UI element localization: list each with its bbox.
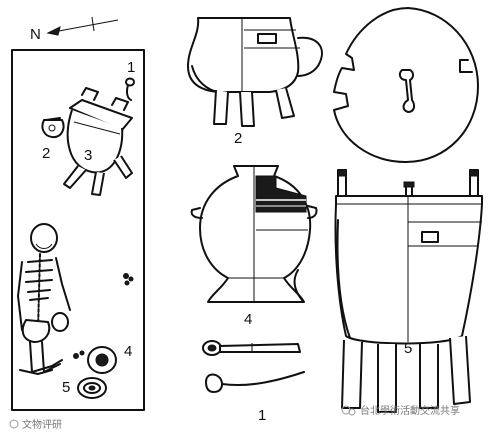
artifact-jar [187, 17, 323, 127]
spoon-label: 1 [258, 407, 266, 424]
artifact-hu [190, 165, 318, 303]
pit-spoon [125, 77, 135, 101]
pit-bowl [77, 377, 107, 399]
watermark-left: 文物评研 [9, 418, 62, 431]
watermark-right-text: 台北學術活動交流共享 [360, 404, 460, 417]
hu-label: 4 [244, 311, 252, 328]
artifact-lid [333, 7, 479, 163]
pit-label-4: 4 [124, 343, 132, 360]
north-label: N [30, 26, 41, 43]
pit-ding [63, 87, 133, 196]
ding-label: 5 [404, 340, 412, 357]
pit-scatter [73, 273, 134, 359]
tomb-pit-plan: 1 2 3 [11, 49, 145, 411]
pit-outline [11, 49, 145, 411]
artifact-spoon [202, 340, 305, 393]
jar-label: 2 [234, 130, 242, 147]
pit-label-2: 2 [42, 145, 50, 162]
watermark-left-text: 文物评研 [22, 418, 62, 431]
pit-label-5: 5 [62, 379, 70, 396]
pit-label-3: 3 [84, 147, 92, 164]
pit-hu [87, 346, 117, 374]
watermark-right: 台北學術活動交流共享 [341, 404, 460, 417]
north-arrow: N [30, 16, 119, 43]
pit-small-pot [41, 117, 65, 139]
pit-label-1: 1 [127, 59, 135, 76]
artifact-ding [334, 169, 483, 413]
pit-skeleton [17, 223, 71, 375]
